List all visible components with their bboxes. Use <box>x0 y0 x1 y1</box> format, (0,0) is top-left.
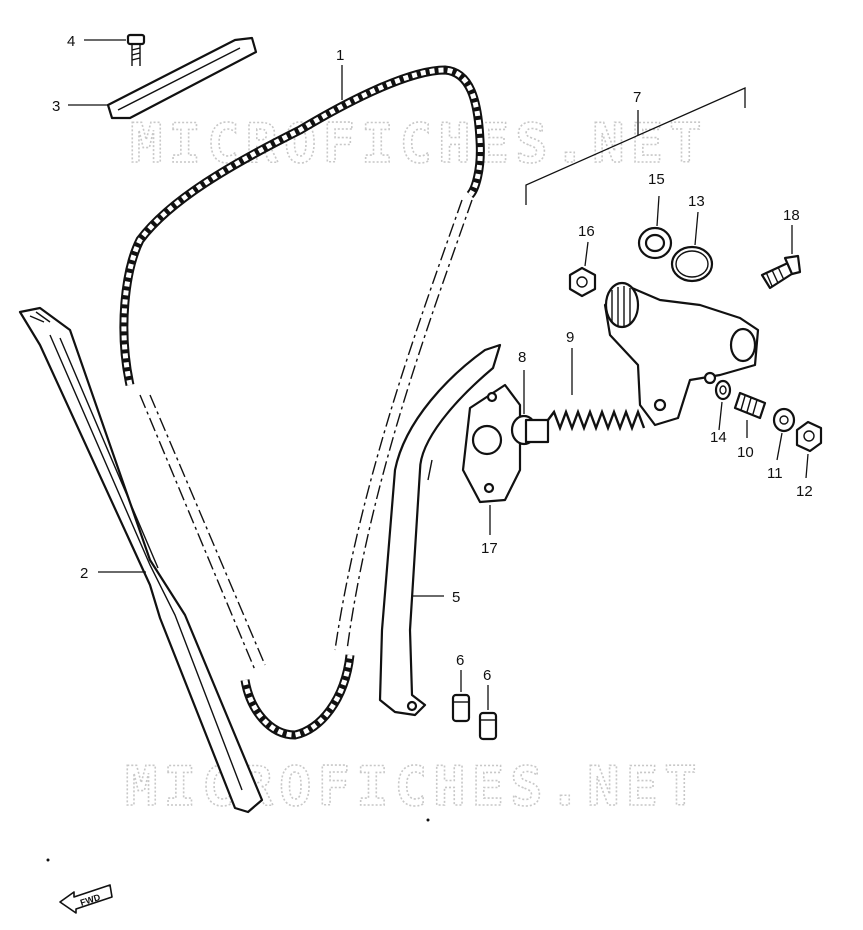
callout-6a: 6 <box>456 652 464 669</box>
callout-9: 9 <box>566 329 574 346</box>
oil-seal-part-15 <box>637 226 673 260</box>
dowel-pin-part-6b <box>478 711 498 741</box>
speck <box>46 858 50 862</box>
callout-3: 3 <box>52 98 60 115</box>
cam-chain-part-1 <box>119 65 485 740</box>
speck <box>426 818 430 822</box>
callout-17: 17 <box>481 540 498 557</box>
leader-16 <box>584 241 589 267</box>
callout-8: 8 <box>518 349 526 366</box>
bolt-part-18 <box>760 254 802 290</box>
callout-14: 14 <box>710 429 727 446</box>
callout-5: 5 <box>452 589 460 606</box>
leader-14 <box>718 401 723 431</box>
gasket-part-17 <box>461 383 522 504</box>
stud-part-10 <box>733 391 767 420</box>
callout-15: 15 <box>648 171 665 188</box>
tensioner-guide-part-5 <box>378 343 502 717</box>
leader-15 <box>656 195 660 227</box>
chain-guide-part-2 <box>18 306 264 814</box>
callout-7: 7 <box>633 89 641 106</box>
callout-1: 1 <box>336 47 344 64</box>
callout-6b: 6 <box>483 667 491 684</box>
nut-part-12 <box>795 420 823 453</box>
nut-part-16 <box>568 266 597 298</box>
leader-13 <box>694 211 699 246</box>
callout-4: 4 <box>67 33 75 50</box>
callout-16: 16 <box>578 223 595 240</box>
callout-10: 10 <box>737 444 754 461</box>
spring-part-9 <box>547 408 646 432</box>
callout-18: 18 <box>783 207 800 224</box>
dowel-pin-part-6a <box>451 693 471 723</box>
watermark-top: MICROFICHES.NET <box>130 112 708 175</box>
callout-11: 11 <box>767 465 783 482</box>
chain-guide-part-3 <box>106 36 258 120</box>
o-ring-part-13 <box>670 245 714 283</box>
callout-13: 13 <box>688 193 705 210</box>
bracket-group-7 <box>525 87 746 205</box>
washer-part-14 <box>714 379 732 401</box>
callout-2: 2 <box>80 565 88 582</box>
fwd-arrow-icon: FWD <box>59 884 113 914</box>
bolt-part-4 <box>126 33 146 66</box>
plunger-part-8 <box>510 414 550 446</box>
washer-part-11 <box>772 407 796 433</box>
tensioner-body <box>603 281 760 427</box>
callout-12: 12 <box>796 483 813 500</box>
leader-12 <box>805 453 809 479</box>
leader-11 <box>776 432 783 461</box>
watermark-bottom: MICROFICHES.NET <box>125 755 703 818</box>
